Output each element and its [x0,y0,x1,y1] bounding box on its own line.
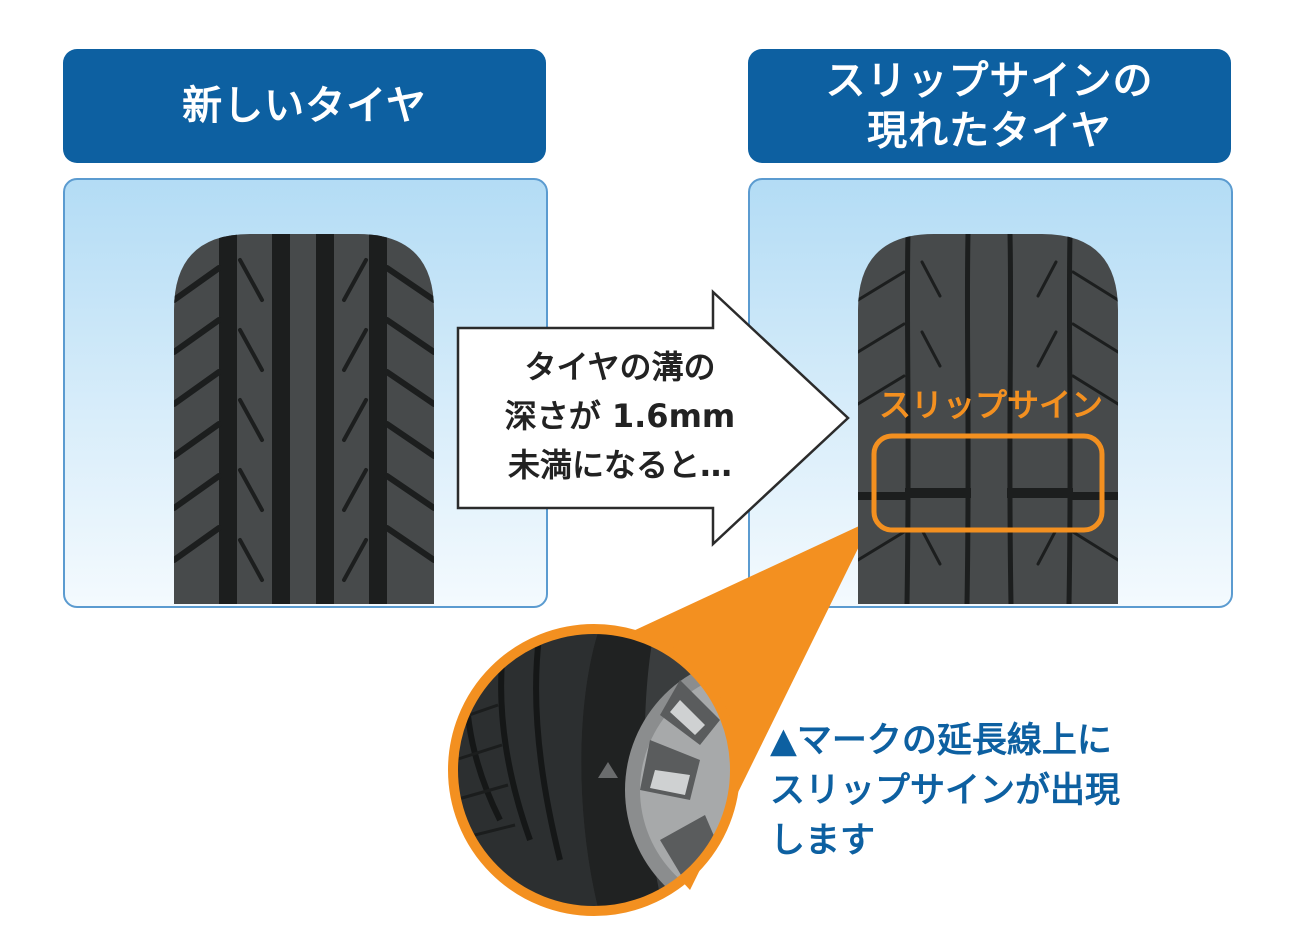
header-worn-tire: スリップサインの 現れたタイヤ [748,49,1231,163]
caption-line-3: します [770,821,876,861]
arrow-text-line-3: 未満になると… [507,446,732,484]
worn-tire-illustration [858,234,1118,604]
new-tire-illustration [174,234,434,604]
caption: ▲マークの延長線上に スリップサインが出現 します [770,716,1240,866]
arrow-text: タイヤの溝の 深さが 1.6mm 未満になると… [470,343,770,490]
arrow-text-line-1: タイヤの溝の [524,348,716,386]
slip-sign-highlight-box [871,433,1105,533]
caption-line-2: スリップサインが出現 [770,771,1121,811]
header-new-tire: 新しいタイヤ [63,49,546,163]
header-worn-tire-line-1: スリップサインの [825,58,1154,104]
magnified-sidewall [448,624,740,916]
arrow-shape [456,289,850,547]
header-worn-tire-line-2: 現れたタイヤ [867,108,1112,154]
header-new-tire-text: 新しいタイヤ [182,83,427,129]
slip-sign-label: スリップサイン [878,386,1103,424]
arrow-text-line-2: 深さが 1.6mm [504,397,736,435]
caption-line-1: ▲マークの延長線上に [770,721,1112,761]
